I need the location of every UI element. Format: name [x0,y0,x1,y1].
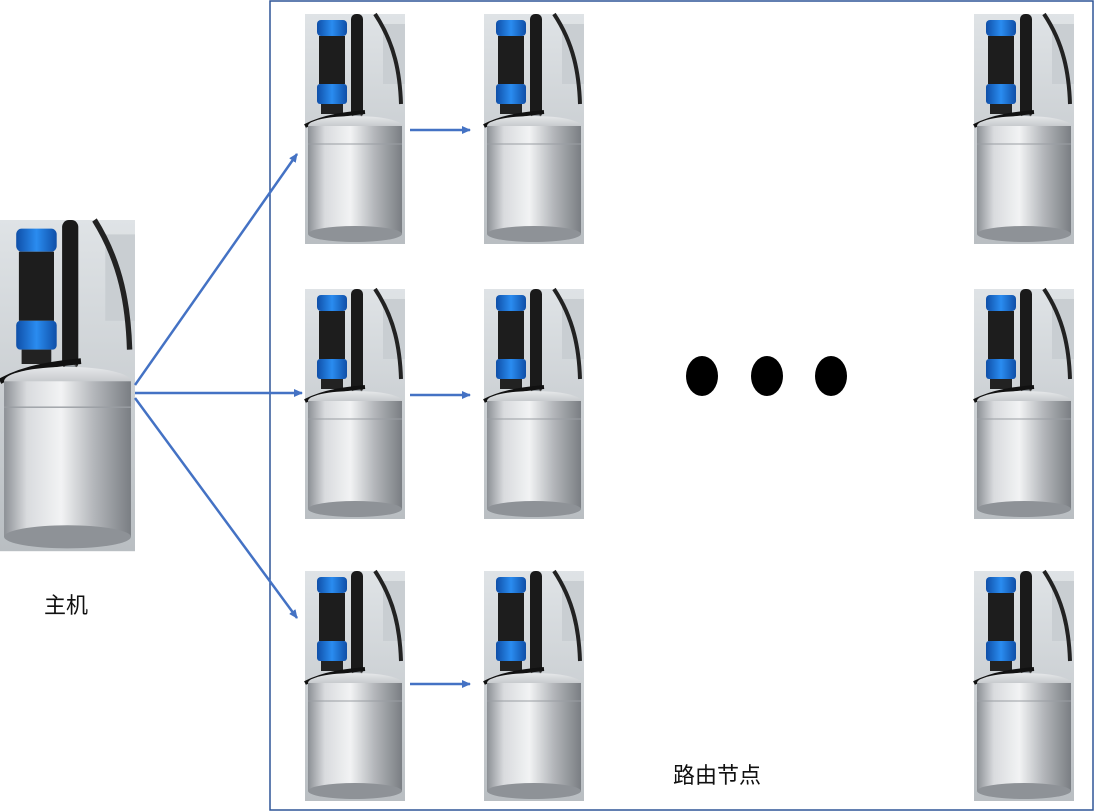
router-node-r1-c2-photo [482,12,586,246]
router-node-r1-c3-photo [972,12,1076,246]
arrow-icon [133,397,299,619]
router-node-r2-c1-photo [303,287,407,521]
ellipsis-dots [686,356,847,396]
router-node-r1-c1-photo [303,12,407,246]
router-node-r3-c1-photo [303,569,407,803]
routing-node-label: 路由节点 [673,764,762,789]
router-node-r3-c2-photo [482,569,586,803]
host-device-photo [0,220,135,551]
router-node-r2-c2-photo [482,287,586,521]
routing-node-frame [269,0,1094,811]
router-node-r3-c3-photo [972,569,1076,803]
arrow-icon [133,153,299,386]
host-label: 主机 [44,594,89,619]
router-node-r2-c3-photo [972,287,1076,521]
